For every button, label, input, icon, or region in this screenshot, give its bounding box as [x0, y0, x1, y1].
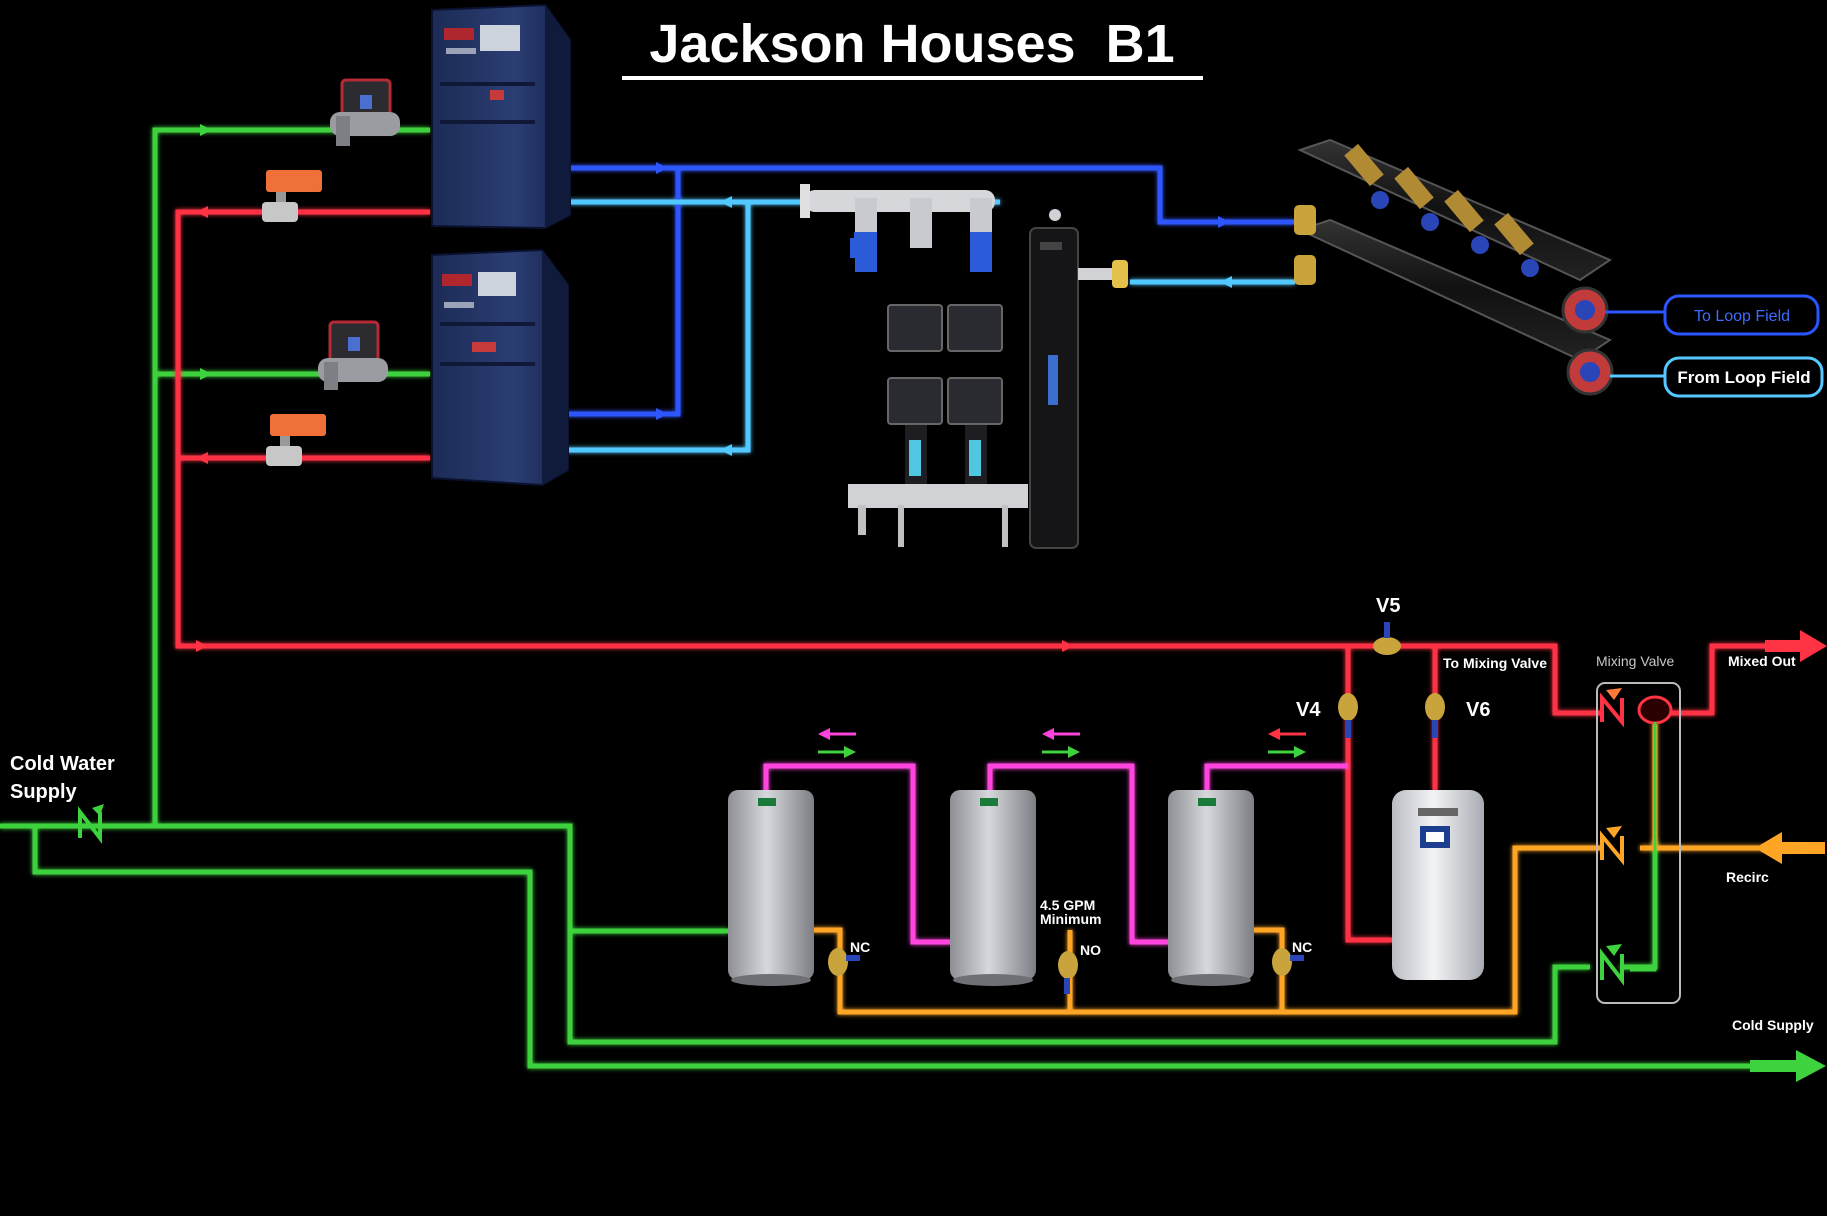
tank-interconnect-pipes	[763, 763, 1348, 945]
heat-pump-unit-icon	[431, 248, 569, 487]
hot-water-pipes	[175, 209, 1790, 943]
to-loop-field-label: To Loop Field	[1605, 294, 1820, 336]
cold-water-supply-label-line2: Supply	[10, 781, 78, 803]
v4-label: V4	[1296, 699, 1321, 721]
flow-arrow-icon	[656, 408, 668, 420]
mixed-out-arrow-icon	[1765, 630, 1827, 662]
gpm-label-line1: 4.5 GPM	[1040, 897, 1095, 913]
ball-valve-icon	[1373, 622, 1401, 655]
flow-arrow-icon	[656, 162, 668, 174]
circulator-pump-icon	[318, 320, 388, 390]
water-heater-tank-icon	[950, 790, 1036, 986]
tank-flow-arrows	[818, 728, 1306, 758]
no-middle-label: NO	[1080, 942, 1101, 958]
circulator-pump-icon	[330, 78, 400, 146]
cold-water-supply-label-line1: Cold Water	[10, 753, 115, 775]
from-loop-field-text: From Loop Field	[1677, 368, 1810, 387]
v6-label: V6	[1466, 699, 1490, 721]
recirc-label: Recirc	[1726, 869, 1769, 885]
cold-supply-arrow-icon	[1750, 1050, 1826, 1082]
cold-water-pipes	[0, 127, 1760, 1069]
manifold-icon	[1294, 138, 1614, 396]
flow-arrows	[196, 124, 1306, 758]
flow-arrow-icon	[1220, 276, 1232, 288]
ball-valve-icon	[1425, 693, 1445, 738]
flow-arrow-icon	[196, 452, 208, 464]
motorized-ball-valve-icon	[266, 414, 326, 466]
v5-label: V5	[1376, 595, 1400, 617]
buffer-tank-icon	[1029, 209, 1128, 549]
recirc-arrow-icon	[1755, 832, 1825, 864]
flow-arrow-icon	[200, 124, 212, 136]
nc-left-label: NC	[850, 939, 870, 955]
flow-arrow-icon	[720, 196, 732, 208]
ball-valve-icon	[828, 948, 860, 976]
heat-pump-unit-icon	[431, 3, 571, 230]
water-heater-tank-icon	[1168, 790, 1254, 986]
pump-station-icon	[800, 184, 1028, 547]
flow-arrow-icon	[720, 444, 732, 456]
flow-arrow-icon	[1062, 640, 1074, 652]
from-loop-field-label: From Loop Field	[1610, 356, 1824, 398]
mixing-valve-label: Mixing Valve	[1596, 653, 1675, 669]
page-title: Jackson Houses B1	[649, 14, 1174, 74]
flow-arrow-icon	[196, 640, 208, 652]
mixed-out-label: Mixed Out	[1728, 653, 1796, 669]
flow-arrow-icon	[1218, 216, 1230, 228]
check-valve-icon	[78, 804, 104, 844]
gpm-label-line2: Minimum	[1040, 911, 1101, 927]
cold-supply-label: Cold Supply	[1732, 1017, 1814, 1033]
motorized-ball-valve-icon	[262, 170, 322, 222]
water-heater-tank-icon	[728, 790, 814, 986]
ball-valve-icon	[1058, 951, 1078, 994]
ball-valve-icon	[1338, 693, 1358, 738]
to-loop-field-text: To Loop Field	[1694, 308, 1790, 325]
ball-valve-icon	[1272, 948, 1304, 976]
to-mixing-valve-label: To Mixing Valve	[1443, 655, 1547, 671]
mixing-valve-icon	[1596, 682, 1681, 1004]
electric-water-heater-icon	[1392, 790, 1484, 980]
nc-right-label: NC	[1292, 939, 1312, 955]
flow-arrow-icon	[200, 368, 212, 380]
flow-arrow-icon	[196, 206, 208, 218]
